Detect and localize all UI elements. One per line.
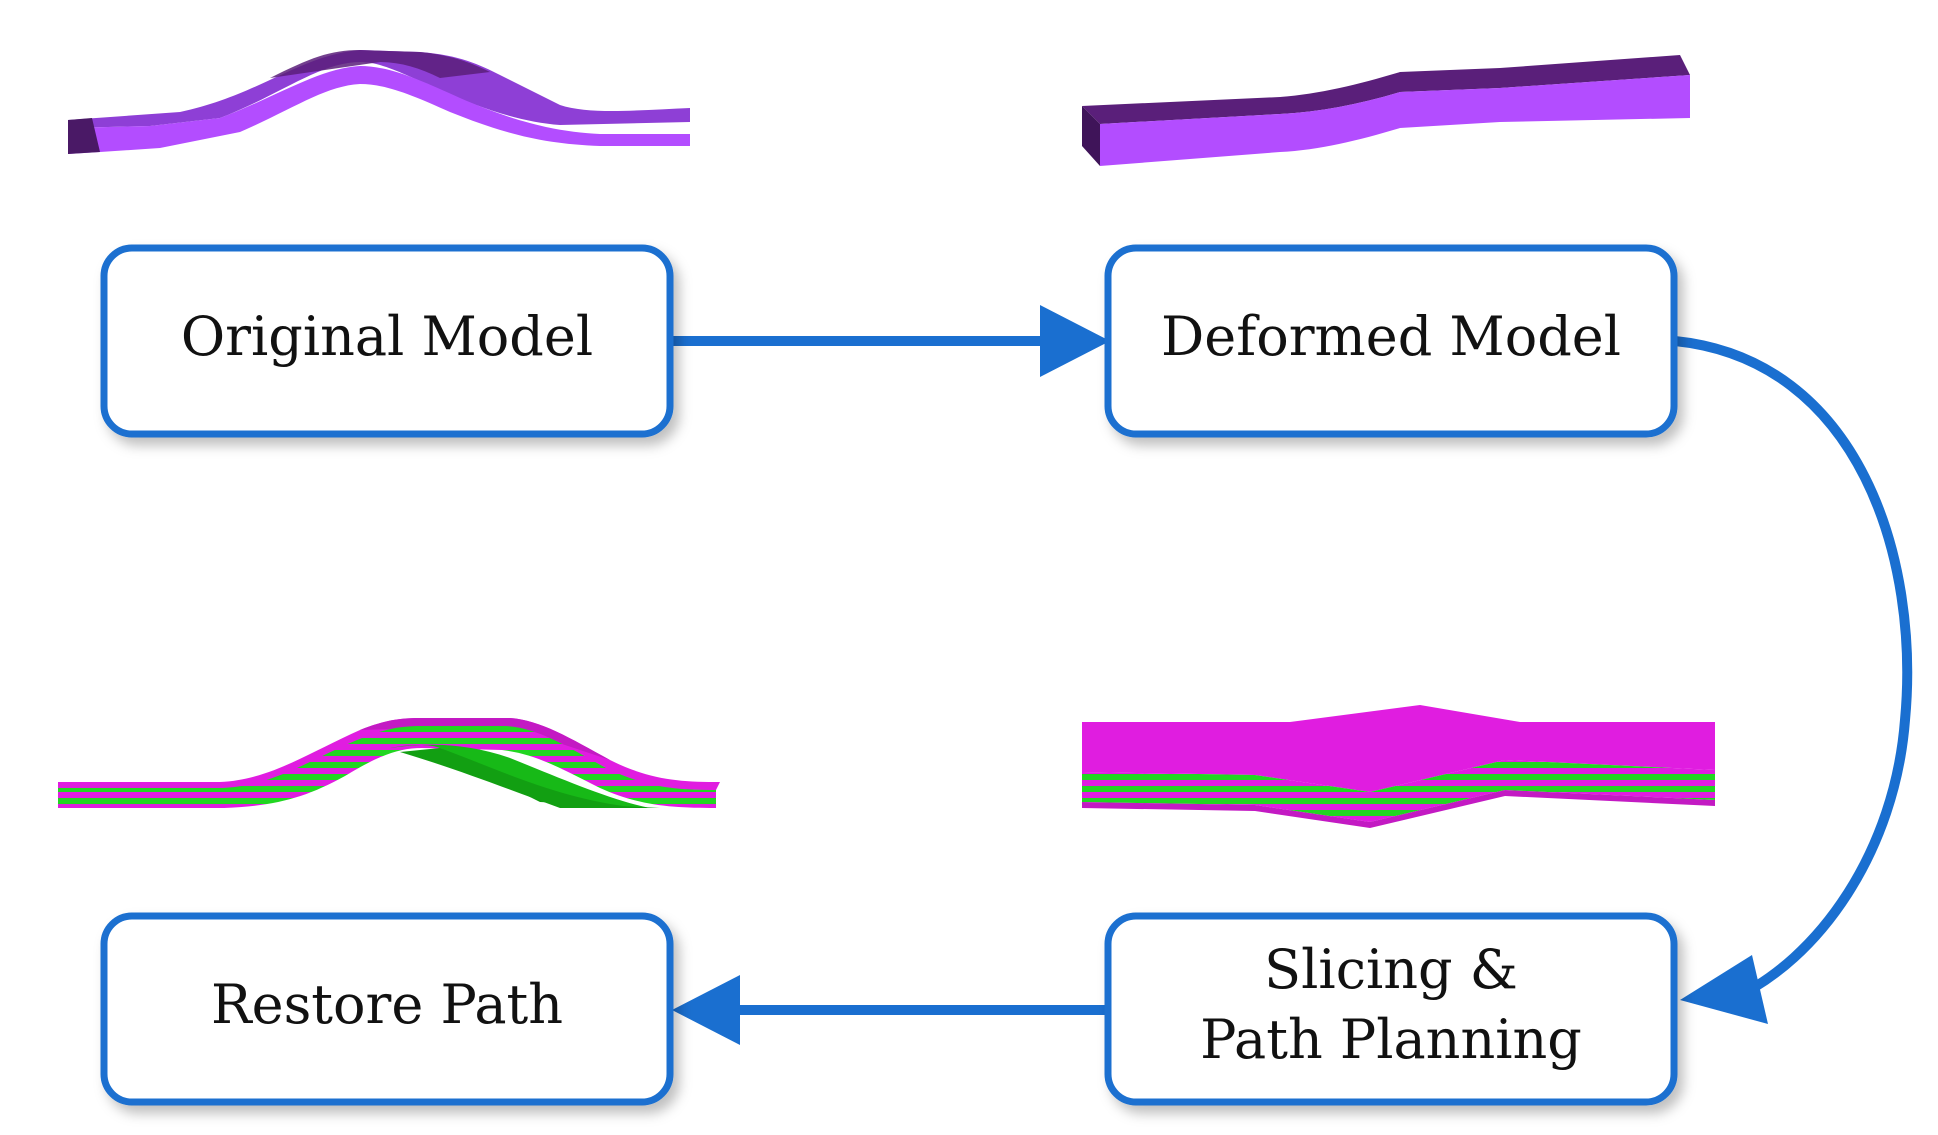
node-restore-path: Restore Path <box>100 912 674 1106</box>
node-deformed-model-label: Deformed Model <box>1161 305 1621 368</box>
node-original-model-label: Original Model <box>181 305 593 368</box>
edge-slicing-to-restore <box>672 975 1110 1045</box>
edge-original-to-deformed <box>672 305 1110 377</box>
node-original-model: Original Model <box>100 244 674 438</box>
deformed-model-render <box>1082 55 1690 166</box>
edge-deformed-to-slicing <box>1674 336 1913 1024</box>
node-slicing-label-line2: Path Planning <box>1200 1008 1582 1071</box>
sliced-deformed-model-render <box>1082 705 1715 828</box>
original-model-render <box>68 50 690 154</box>
node-restore-path-label: Restore Path <box>211 973 563 1036</box>
node-deformed-model: Deformed Model <box>1104 244 1678 438</box>
node-slicing-label-line1: Slicing & <box>1264 938 1518 1001</box>
restored-path-render <box>58 718 720 808</box>
node-slicing-path-planning: Slicing & Path Planning <box>1104 912 1678 1106</box>
